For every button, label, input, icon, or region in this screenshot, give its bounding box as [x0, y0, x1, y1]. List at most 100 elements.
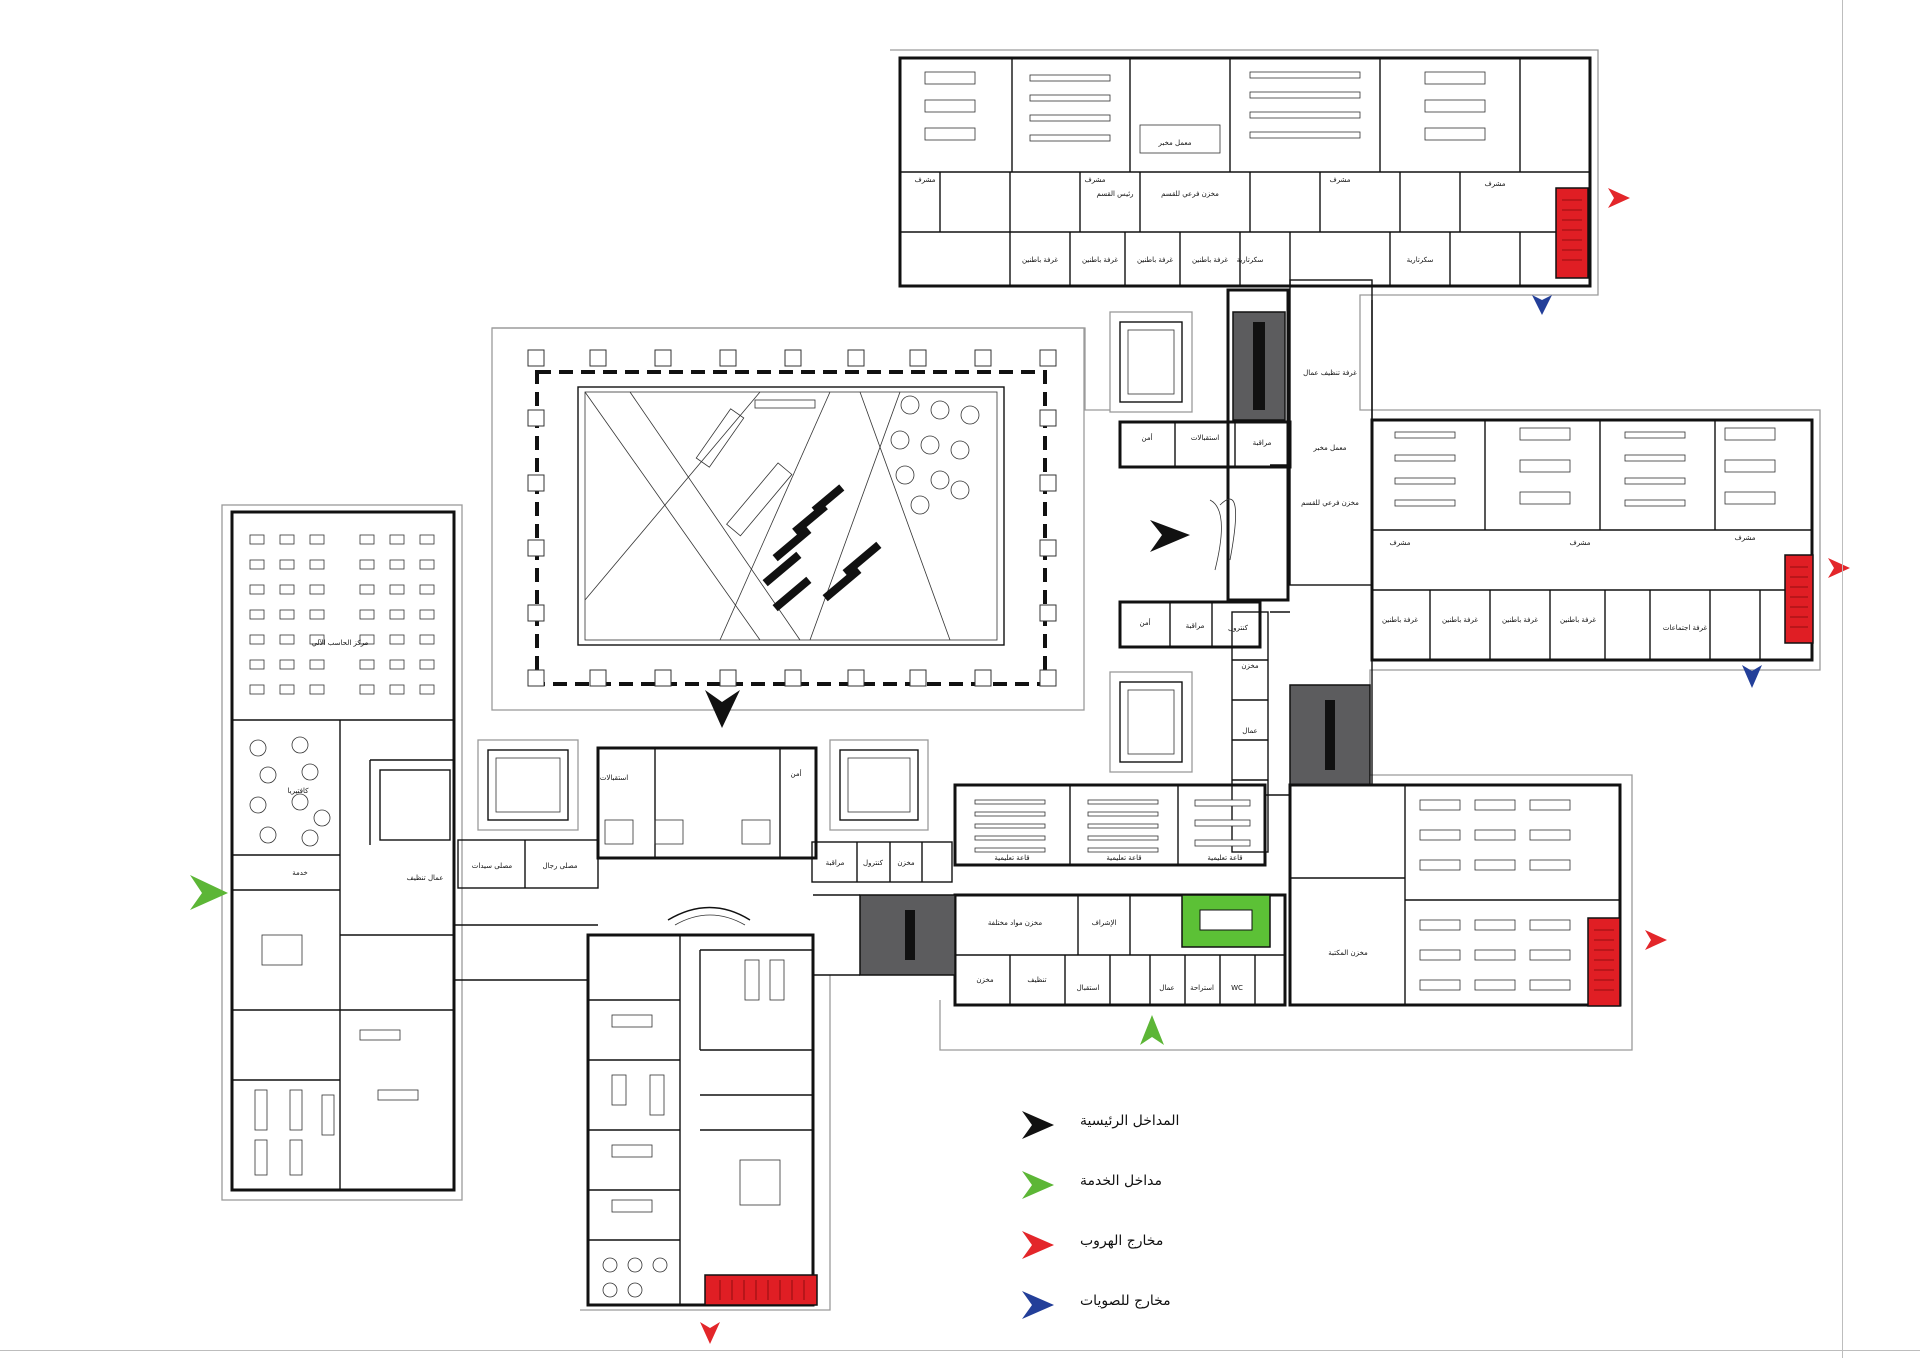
room-label-monitoring-s: مراقبة [826, 859, 845, 867]
site-outline [221, 49, 1821, 1311]
room-label-supervisor-e1: مشرف [1389, 539, 1410, 547]
room-label-workers-se: عمال [1159, 984, 1174, 992]
room-label-supervision: الإشراف [1092, 919, 1117, 927]
room-label-computer-center: مركز الحاسب الآلي [312, 638, 369, 647]
service-stair [1181, 894, 1271, 948]
west-lower-tables [254, 934, 419, 1176]
room-label-receptions-top: استقبالات [1191, 434, 1219, 442]
legend-item-escape-exit: مخارج الهروب [1010, 1225, 1240, 1265]
colonnade [527, 349, 1057, 687]
room-label-inspection-e4: غرفة باطنين [1560, 616, 1596, 624]
room-label-supervisor-e3: مشرف [1734, 534, 1755, 542]
room-label-inspection-n2: غرفة باطنين [1082, 256, 1118, 264]
lecture-seats [974, 799, 1571, 991]
room-label-lab-c: معمل مخبر [1313, 444, 1347, 452]
cafeteria-tables [249, 736, 331, 847]
escape-exit-arrow-north [1608, 188, 1630, 208]
west-wing [230, 510, 456, 1192]
room-label-inspection-n1: غرفة باطنين [1022, 256, 1058, 264]
north-labels: معمل مخبر سكرتارية غرفة باطنين غرفة باطن… [914, 139, 1505, 264]
room-label-security-mid: أمن [1139, 618, 1150, 627]
escape-exit-arrow-icon [1022, 1231, 1054, 1259]
room-label-security-top: أمن [1141, 433, 1152, 442]
main-entrance-arrow-north [705, 690, 740, 728]
legend-item-service-entrance: مداخل الخدمة [1010, 1165, 1240, 1205]
room-label-women-prayer: مصلى سيدات [472, 862, 513, 870]
room-label-supervisor-e2: مشرف [1569, 539, 1590, 547]
core-stair-south [859, 894, 956, 976]
room-label-rest-se: استراحة [1190, 984, 1214, 992]
bench-rows [762, 484, 882, 612]
service-entrance-arrow-icon [1022, 1171, 1054, 1199]
room-label-workers-mid: عمال [1242, 727, 1257, 735]
room-label-supervisor-n4: مشرف [1484, 180, 1505, 188]
room-label-monitoring-mid: مراقبة [1186, 622, 1205, 630]
legend-item-emergency-exit: مخارج للصويات [1010, 1285, 1240, 1325]
emergency-exit-arrow-icon [1022, 1291, 1054, 1319]
room-label-control-s: كنترول [863, 859, 884, 867]
legend-label-service-entrance: مداخل الخدمة [1080, 1173, 1162, 1189]
room-label-lecture-3: قاعة تعليمية [1207, 854, 1242, 862]
room-label-cleaning-staff: غرفة تنظيف عمال [1303, 369, 1357, 377]
room-label-inspection-n4: غرفة باطنين [1192, 256, 1228, 264]
core-stair-mid [1289, 684, 1371, 786]
core-stair-north [1232, 311, 1286, 421]
room-label-lecture-1: قاعة تعليمية [994, 854, 1029, 862]
central-spine [1118, 279, 1373, 853]
room-label-storage-mid: مخزن [1241, 662, 1259, 670]
courtyard [535, 370, 1047, 686]
escape-exit-arrow-southeast [1645, 930, 1667, 950]
room-label-receptions-s: استقبالات [600, 774, 628, 782]
north-wing [898, 56, 1592, 288]
legend: المداخل الرئيسية مداخل الخدمة مخارج الهر… [1010, 1105, 1240, 1345]
escape-exit-arrow-south [700, 1322, 720, 1344]
room-label-security-s: أمن [790, 769, 801, 778]
south-furniture [602, 959, 785, 1298]
east-escape-stair [1784, 554, 1814, 644]
room-label-cleaning-se: تنظيف [1027, 976, 1046, 984]
emergency-exit-arrow-north [1532, 295, 1552, 315]
entrance-labels: استقبالات أمن مراقبة كنترول مخزن مصلى رج… [407, 769, 915, 882]
west-labels: مركز الحاسب الآلي كافتيريا خدمة [288, 638, 369, 877]
legend-label-main-entrance: المداخل الرئيسية [1080, 1113, 1180, 1129]
east-desks [1394, 427, 1776, 507]
room-label-reception-se: استقبال [1077, 984, 1100, 992]
room-label-service: خدمة [292, 869, 308, 877]
south-escape-stair [704, 1274, 818, 1306]
room-label-supervisor-n1: مشرف [914, 176, 935, 184]
room-label-supervisor-n3: مشرف [1329, 176, 1350, 184]
east-labels: غرفة باطنين غرفة باطنين غرفة باطنين غرفة… [1382, 534, 1756, 632]
room-label-supervisor-n2: مشرف [1084, 176, 1105, 184]
computer-desks [249, 534, 435, 695]
room-label-storage-s: مخزن [897, 859, 915, 867]
room-label-secretary-n2: سكرتارية [1407, 256, 1434, 264]
east-wing [1370, 418, 1814, 662]
room-label-men-prayer: مصلى رجال [542, 862, 577, 870]
escape-exit-arrow-east [1828, 558, 1850, 578]
service-entrance-arrow-west [190, 875, 228, 910]
legend-item-main-entrance: المداخل الرئيسية [1010, 1105, 1240, 1145]
room-label-monitoring-top: مراقبة [1253, 439, 1272, 447]
southeast-block [953, 783, 1622, 1007]
room-label-inspection-e3: غرفة باطنين [1502, 616, 1538, 624]
room-label-meeting-e: غرفة اجتماعات [1663, 624, 1708, 632]
south-wing [586, 933, 815, 1307]
connecting-corridors [454, 300, 1373, 981]
main-entrance-arrow-east [1150, 520, 1190, 552]
room-label-wc-se: WC [1231, 984, 1243, 992]
north-desks [924, 71, 1486, 154]
room-label-lecture-2: قاعة تعليمية [1106, 854, 1141, 862]
planters [487, 321, 1183, 821]
room-label-inspection-n3: غرفة باطنين [1137, 256, 1173, 264]
room-label-storage-dept-c: مخزن فرعي للقسم [1301, 499, 1359, 507]
page-border-bottom [0, 1350, 1920, 1351]
room-label-storage-se: مخزن [976, 976, 994, 984]
room-label-lab: معمل مخبر [1158, 139, 1192, 147]
entrance-block [457, 746, 953, 926]
legend-label-emergency-exit: مخارج للصويات [1080, 1293, 1171, 1309]
round-tables [890, 395, 980, 515]
main-entrance-arrow-icon [1022, 1111, 1054, 1139]
room-label-inspection-e2: غرفة باطنين [1442, 616, 1478, 624]
room-label-cafeteria: كافتيريا [288, 787, 310, 795]
